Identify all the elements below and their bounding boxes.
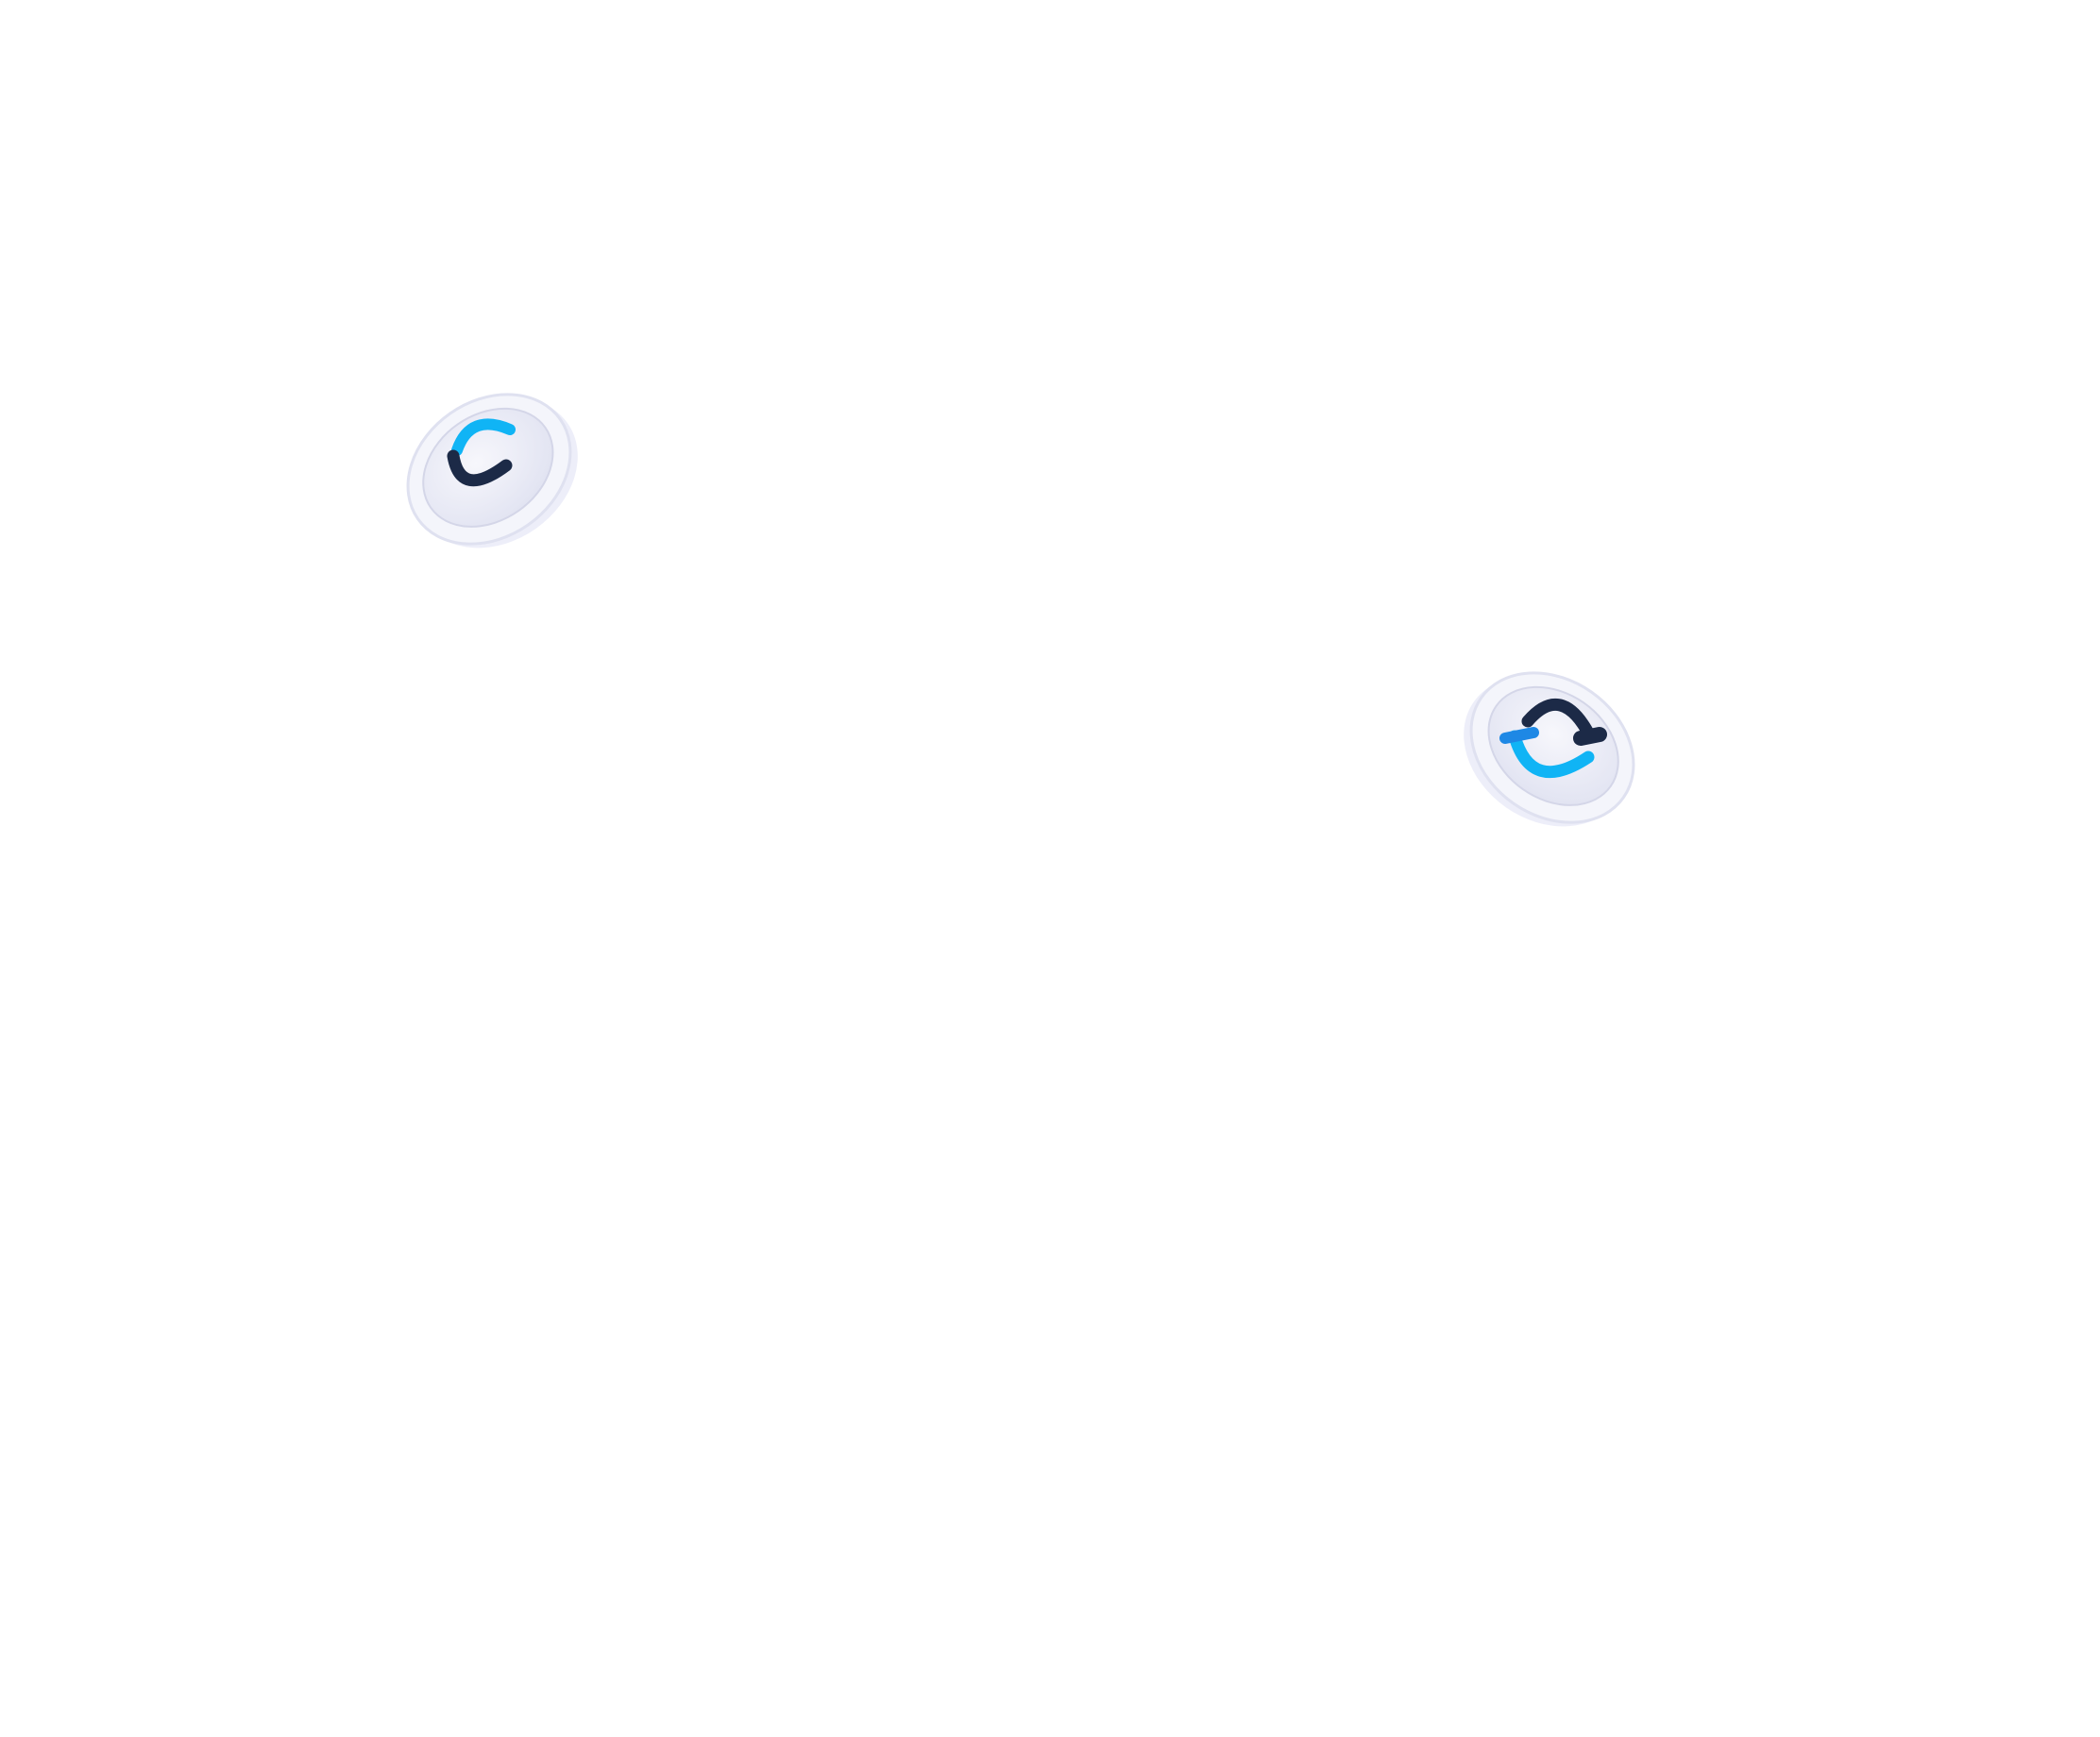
refresh-coin-icon (1458, 653, 1647, 842)
sync-coin-icon (395, 375, 584, 564)
